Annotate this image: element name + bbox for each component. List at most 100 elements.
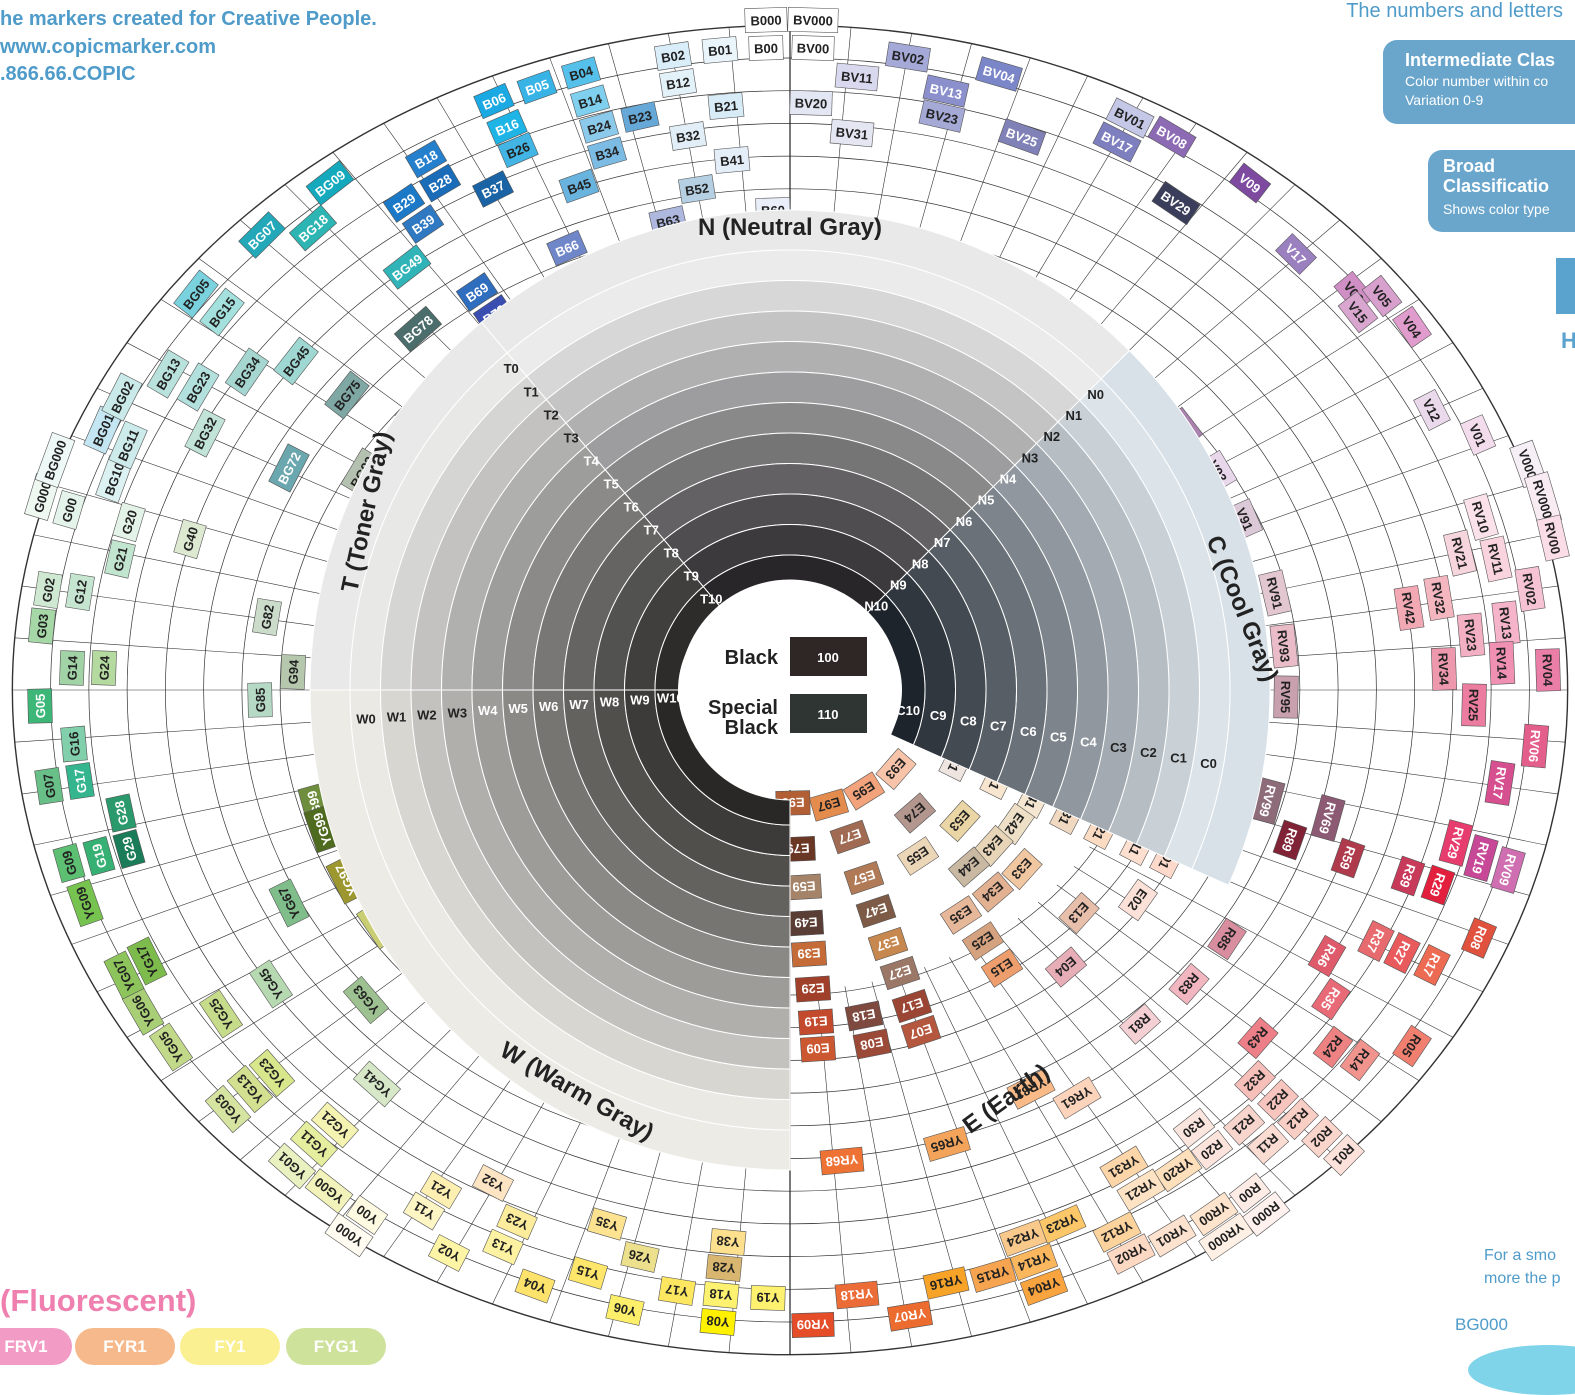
color-chip: B000 (744, 7, 788, 33)
color-chip-swatch (709, 1228, 747, 1256)
color-chip-code: BV31 (835, 124, 869, 142)
gray-code: N5 (978, 493, 995, 508)
color-chip-code: RV91 (1264, 576, 1286, 611)
color-chip-code: Y38 (716, 1233, 740, 1250)
color-chip-code: G21 (110, 545, 130, 572)
color-chip-swatch (273, 336, 319, 386)
color-chip-code: Y17 (664, 1281, 689, 1299)
color-chip-swatch (1258, 569, 1292, 617)
color-chip: BG09 (305, 160, 355, 206)
color-chip-swatch (105, 793, 137, 833)
color-chip-swatch (1420, 864, 1456, 906)
color-chip-code: G12 (71, 579, 90, 606)
color-chip-swatch (885, 41, 931, 73)
color-chip: G20 (112, 501, 146, 543)
neutral-gray-title: N (Neutral Gray) (698, 214, 882, 241)
color-chip-code: RV04 (1540, 654, 1556, 688)
color-chip: YR68 (819, 1146, 865, 1176)
gray-code: C7 (990, 719, 1007, 734)
color-chip-code: R89 (1279, 826, 1301, 853)
color-chip-swatch (819, 1146, 865, 1176)
color-chip-swatch (620, 1241, 660, 1273)
color-chip-code: BV13 (928, 81, 963, 103)
color-chip: E18 (844, 1000, 884, 1032)
color-chip: BV000 (787, 6, 839, 34)
color-chip-code: Y19 (756, 1290, 780, 1306)
color-chip: E44 (947, 846, 991, 888)
color-chip: BV02 (885, 41, 931, 73)
color-chip: R17 (1413, 944, 1451, 986)
color-chip-code: YR68 (825, 1152, 859, 1170)
color-chip-swatch (402, 1191, 446, 1231)
color-chip-swatch (204, 1084, 252, 1134)
bottom-note: For a smo more the p (1484, 1244, 1560, 1290)
color-chip-swatch (418, 163, 462, 203)
color-chip: BG000 (34, 432, 76, 488)
color-chip-swatch (1357, 920, 1395, 962)
color-chip-code: BV23 (924, 106, 959, 128)
color-chip-code: Y18 (709, 1286, 733, 1303)
color-chip-swatch (997, 118, 1047, 156)
color-chip: E35 (939, 895, 983, 935)
color-chip: V09 (1228, 162, 1272, 204)
color-chip: V01 (1459, 414, 1497, 456)
center-disc (678, 590, 902, 790)
color-chip-swatch (1536, 514, 1570, 562)
color-chip: R37 (1357, 920, 1395, 962)
color-chip-code: RV21 (1448, 536, 1470, 571)
black-code: 100 (817, 650, 839, 665)
color-chip-swatch (342, 975, 390, 1025)
color-chip-swatch (516, 69, 558, 105)
color-chip: YG00 (304, 1168, 354, 1214)
right-edge-letter: H (1561, 328, 1575, 353)
color-chip-swatch (112, 829, 146, 869)
color-chip: BV23 (918, 99, 966, 133)
color-chip-swatch (829, 819, 871, 855)
color-chip: G00 (52, 489, 86, 531)
color-chip: B16 (486, 108, 528, 146)
color-chip-code: B04 (568, 63, 596, 84)
color-chip: RV21 (1443, 529, 1477, 577)
color-chip-swatch (1307, 934, 1347, 978)
color-chip-code: RV17 (1490, 766, 1510, 800)
color-chip: BV08 (1147, 115, 1197, 159)
color-chip: BV04 (975, 56, 1023, 92)
intermediate-title: Intermediate Clas (1405, 50, 1556, 70)
color-chip-swatch (1413, 388, 1451, 432)
color-chip-swatch (922, 74, 970, 108)
gray-code: W0 (356, 712, 376, 727)
color-chip: Y18 (702, 1281, 740, 1309)
color-chip-code: RV42 (1399, 591, 1419, 625)
color-chip: RV25 (1461, 683, 1487, 727)
color-chip: RV14 (1488, 641, 1516, 685)
color-chip-swatch (268, 878, 310, 928)
color-chip-swatch (1430, 647, 1458, 691)
color-chip-swatch (352, 1060, 402, 1108)
color-chip-swatch (701, 36, 739, 64)
color-chip: BG11 (108, 420, 148, 470)
right-edge-accent-bar (1556, 258, 1575, 314)
color-chip-swatch (744, 7, 788, 33)
color-chip-swatch (1383, 932, 1421, 974)
color-chip-swatch (852, 1028, 892, 1060)
gray-code: C0 (1200, 756, 1217, 771)
color-chip-swatch (1106, 1233, 1156, 1275)
color-chip-swatch (1463, 493, 1499, 541)
color-chip-code: E47 (862, 900, 889, 922)
color-chip: R05 (1392, 1024, 1432, 1068)
color-chip-swatch (1310, 794, 1346, 842)
color-chip: R59 (1330, 837, 1366, 879)
color-chip-code: E49 (794, 914, 818, 930)
color-chip: B14 (569, 84, 611, 118)
color-chip-swatch (1147, 1214, 1197, 1258)
color-chip-swatch (578, 110, 620, 144)
color-chip: G07 (34, 767, 64, 805)
color-chip-swatch (546, 229, 588, 267)
color-chip: YG05 (148, 1022, 194, 1072)
color-chip-swatch (834, 1280, 880, 1310)
color-chip-swatch (1006, 1068, 1056, 1110)
color-chip: B41 (713, 146, 751, 174)
brand-url[interactable]: www.copicmarker.com (0, 36, 217, 58)
color-chip-swatch (1190, 1129, 1234, 1171)
color-chip-swatch (148, 1022, 194, 1072)
